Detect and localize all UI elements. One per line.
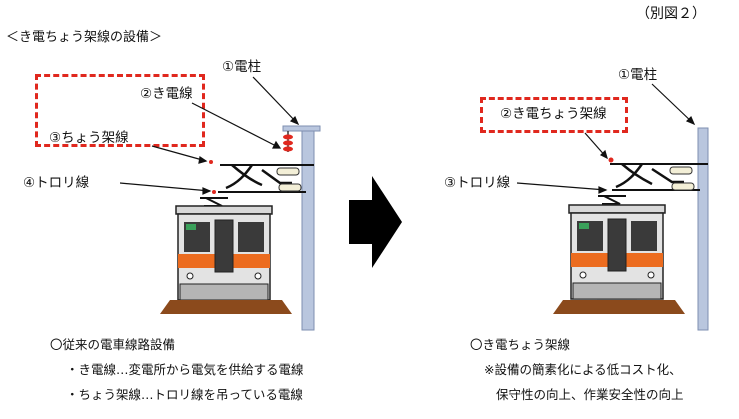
label-pole-right: ①電柱 bbox=[618, 67, 658, 83]
left-feeder-insulator bbox=[283, 131, 293, 152]
left-caption-line1: ・き電線…変電所から電気を供給する電線 bbox=[66, 362, 304, 377]
right-feeder-messenger-point bbox=[608, 157, 614, 163]
transition-arrow bbox=[349, 176, 402, 268]
right-caption-line1: ※設備の簡素化による低コスト化、 bbox=[484, 362, 682, 377]
right-train bbox=[568, 204, 666, 308]
page-title: ＜き電ちょう架線の設備＞ bbox=[6, 30, 163, 45]
left-caption-title: 〇従来の電車線路設備 bbox=[50, 337, 176, 352]
label-pole-left: ①電柱 bbox=[222, 59, 262, 75]
left-pole-arm bbox=[282, 125, 321, 132]
right-catenary-hardware bbox=[615, 163, 684, 189]
label-feeder-messenger-right: ②き電ちょう架線 bbox=[500, 106, 607, 122]
left-pantograph bbox=[200, 197, 228, 207]
left-pole bbox=[301, 127, 315, 331]
left-messenger-point bbox=[209, 160, 213, 164]
left-ground bbox=[160, 300, 292, 314]
label-trolley-left: ④トロリ線 bbox=[23, 175, 90, 191]
left-catenary-hardware bbox=[225, 164, 292, 190]
left-insulator-2 bbox=[278, 183, 302, 192]
right-insulator-2 bbox=[671, 182, 695, 191]
right-ground bbox=[553, 300, 685, 314]
label-trolley-right: ③トロリ線 bbox=[444, 175, 511, 191]
left-caption-line2: ・ちょう架線…トロリ線を吊っている電線 bbox=[66, 387, 303, 402]
right-caption-line2: 保守性の向上、作業安全性の向上 bbox=[496, 387, 684, 402]
left-train bbox=[175, 205, 273, 309]
figure-number: （別図２） bbox=[636, 6, 706, 22]
left-highlight-box bbox=[35, 74, 205, 147]
left-trolley-point bbox=[212, 190, 216, 194]
right-caption-title: 〇き電ちょう架線 bbox=[470, 337, 571, 352]
right-pantograph bbox=[598, 195, 626, 205]
left-insulator-1 bbox=[276, 167, 300, 176]
right-pole bbox=[697, 127, 709, 331]
label-messenger-left: ③ちょう架線 bbox=[49, 130, 129, 146]
label-feeder-left: ②き電線 bbox=[140, 86, 193, 102]
right-highlight-box bbox=[480, 97, 628, 133]
right-insulator-1 bbox=[669, 166, 693, 175]
